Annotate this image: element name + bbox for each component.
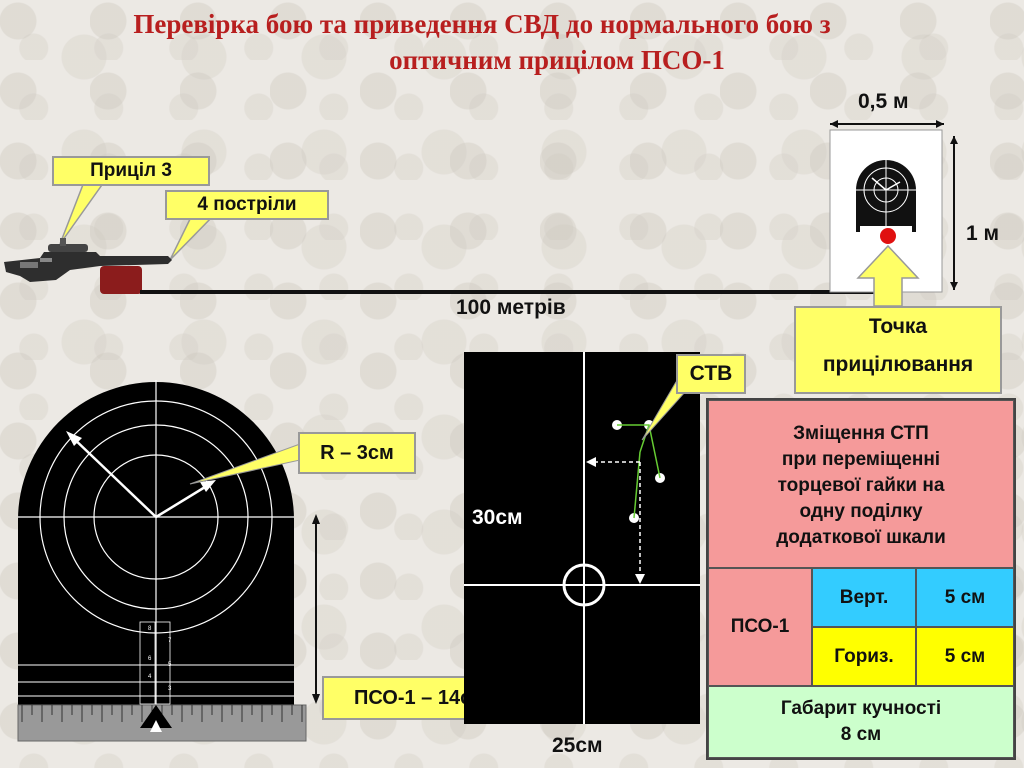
sight-label-box: Приціл 3 [52,156,210,186]
vert-label-cell: Верт. [812,568,916,627]
distance-label: 100 метрів [456,296,566,319]
scale-mark: 5 [168,662,172,668]
table-header-line: додаткової шкали [776,527,946,548]
table-header-line: торцевої гайки на [777,475,945,496]
shots-label-box: 4 постріли [165,190,329,220]
aim-point-label-line1: Точка [868,315,928,338]
size-25-label: 25см [552,734,603,757]
radius-label: R – 3см [320,442,394,464]
scale-mark: 8 [148,626,152,632]
aim-point-label-line2: прицілювання [822,353,974,376]
aim-point-dot [880,228,896,244]
vert-value-cell: 5 см [916,568,1014,627]
scale-mark: 6 [148,656,152,662]
shots-callout-pointer [169,214,216,261]
horiz-value-cell: 5 см [916,627,1014,686]
firing-scene [4,120,958,307]
target-width-label: 0,5 м [858,90,909,113]
offset-table: Зміщення СТП при переміщенні торцевої га… [706,398,1016,760]
table-header-line: Зміщення СТП [793,423,929,444]
table-header-cell: Зміщення СТП при переміщенні торцевої га… [708,400,1014,568]
radius-label-box: R – 3см [298,432,416,474]
big-target [17,380,320,742]
pso-cell: ПСО-1 [708,568,812,686]
scale-mark: 3 [168,686,172,692]
scale-mark: 7 [168,638,172,644]
stv-label: СТВ [689,362,733,385]
table-header-line: одну поділку [799,501,923,522]
shot-group-panel [464,352,700,724]
table-header-line: при переміщенні [781,449,941,470]
scale-marks: 8 7 6 5 4 3 [146,622,176,702]
table-footer-cell: Габарит кучності 8 см [708,686,1014,758]
sight-label: Приціл 3 [90,160,172,181]
target-height-label: 1 м [966,222,1000,245]
rifle-icon [4,238,172,282]
stv-label-box: СТВ [676,354,746,394]
target-silhouette-small [856,160,916,232]
scale-mark: 4 [148,674,152,680]
title-line-2: оптичним прицілом ПСО-1 [389,45,725,75]
sight-callout-pointer [59,181,106,245]
magazine-block [100,266,142,294]
size-30-label: 30см [472,506,523,529]
footer-line-1: Габарит кучності [780,698,942,719]
title-line-1: Перевірка бою та приведення СВД до норма… [133,9,831,39]
horiz-label-cell: Гориз. [812,627,916,686]
pso-size-label: ПСО-1 – 14см [353,687,487,709]
shots-label: 4 постріли [197,194,297,215]
footer-line-2: 8 см [840,724,882,745]
page-title: Перевірка бою та приведення СВД до норма… [0,6,1024,78]
aim-point-box: Точка прицілювання [794,306,1002,394]
